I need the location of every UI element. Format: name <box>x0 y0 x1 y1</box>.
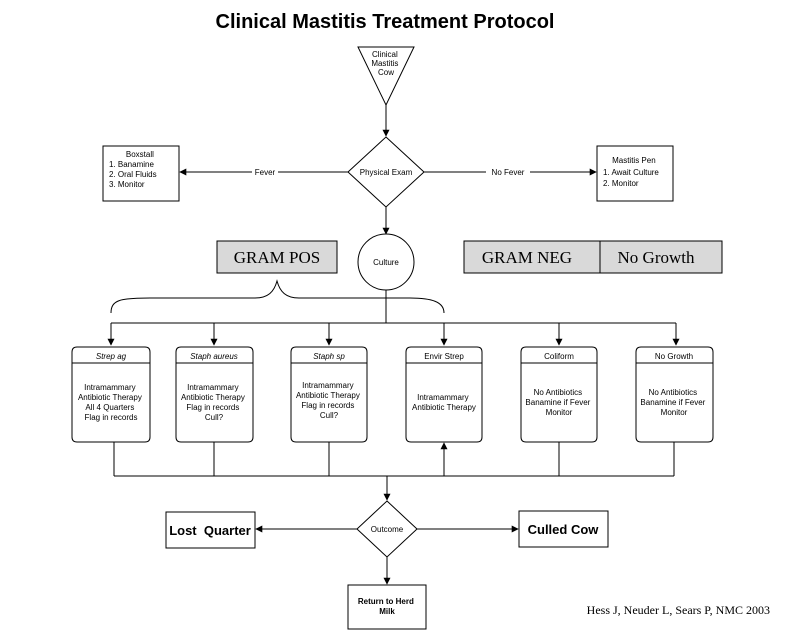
pathogen-name: No Growth <box>655 352 693 361</box>
pathogen-action: Intramammary Antibiotic Therapy <box>412 393 476 412</box>
pathogen-name: Staph aureus <box>190 352 238 361</box>
boxstall-title: Boxstall <box>126 150 154 159</box>
mastitis-pen-item: 2. Monitor <box>603 179 639 188</box>
start-label: Clinical Mastitis Cow <box>371 50 400 77</box>
pathogen-coliform: Coliform No Antibiotics Banamine if Feve… <box>520 346 598 443</box>
boxstall-item: 2. Oral Fluids <box>109 170 157 179</box>
start-triangle <box>357 46 415 107</box>
fever-label: Fever <box>255 168 276 177</box>
return-herd-line: Milk <box>379 607 395 616</box>
gram-pos-box <box>216 240 338 274</box>
pathogen-action: No Antibiotics Banamine if Fever Monitor <box>640 388 707 417</box>
pathogen-action: Intramammary Antibiotic Therapy All 4 Qu… <box>78 383 144 422</box>
no-growth-header-label: No Growth <box>618 248 695 267</box>
return-herd-box <box>347 584 427 630</box>
label-bg <box>486 166 530 178</box>
culled-cow-label: Culled Cow <box>528 522 600 537</box>
citation: Hess J, Neuder L, Sears P, NMC 2003 <box>587 603 770 617</box>
lost-quarter-box <box>165 511 256 549</box>
pathogen-no-growth: No Growth No Antibiotics Banamine if Fev… <box>635 346 714 443</box>
gram-pos-label: GRAM POS <box>234 248 320 267</box>
start-line: Mastitis <box>371 59 398 68</box>
pathogen-strep-ag: Strep ag Intramammary Antibiotic Therapy… <box>71 346 151 443</box>
no-fever-label: No Fever <box>492 168 525 177</box>
pathogen-action: Intramammary Antibiotic Therapy Flag in … <box>181 383 247 422</box>
pathogen-name: Envir Strep <box>424 352 464 361</box>
mastitis-pen-title: Mastitis Pen <box>612 156 656 165</box>
gram-pos-brace <box>110 279 445 314</box>
pathogen-envir-strep: Envir Strep Intramammary Antibiotic Ther… <box>405 346 483 443</box>
physical-exam-label: Physical Exam <box>360 168 413 177</box>
start-line: Cow <box>378 68 394 77</box>
mastitis-pen-box <box>596 145 674 202</box>
page-title: Clinical Mastitis Treatment Protocol <box>216 11 555 33</box>
mastitis-pen-text: Mastitis Pen 1. Await Culture 2. Monitor <box>603 156 661 188</box>
return-herd-line: Return to Herd <box>358 597 414 606</box>
pathogen-name: Strep ag <box>96 352 127 361</box>
return-herd-label: Return to Herd Milk <box>358 597 416 616</box>
pathogen-staph-aureus: Staph aureus Intramammary Antibiotic The… <box>175 346 254 443</box>
outcome-label: Outcome <box>371 525 404 534</box>
lost-quarter-label: Lost Quarter <box>169 523 251 538</box>
start-line: Clinical <box>372 50 398 59</box>
pathogen-name: Coliform <box>544 352 574 361</box>
no-growth-header-box <box>599 240 723 274</box>
label-bg <box>252 166 278 178</box>
pathogen-staph-sp: Staph sp Intramammary Antibiotic Therapy… <box>290 346 368 443</box>
boxstall-text: Boxstall 1. Banamine 2. Oral Fluids 3. M… <box>109 150 159 189</box>
pathogen-name: Staph sp <box>313 352 345 361</box>
pathogen-action: Intramammary Antibiotic Therapy Flag in … <box>296 381 362 420</box>
boxstall-box <box>102 145 180 202</box>
boxstall-item: 1. Banamine <box>109 160 154 169</box>
pathogen-action: No Antibiotics Banamine if Fever Monitor <box>525 388 592 417</box>
culture-label: Culture <box>373 258 399 267</box>
gram-neg-label: GRAM NEG <box>482 248 572 267</box>
mastitis-pen-item: 1. Await Culture <box>603 168 659 177</box>
boxstall-item: 3. Monitor <box>109 180 145 189</box>
culled-cow-box <box>518 510 609 548</box>
